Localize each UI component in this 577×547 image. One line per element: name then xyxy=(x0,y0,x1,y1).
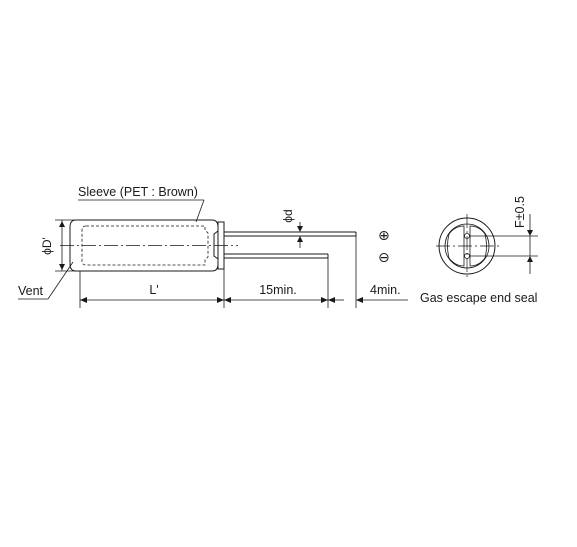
body-length-label: L' xyxy=(149,283,158,297)
sleeve-callout: Sleeve (PET : Brown) xyxy=(78,185,205,223)
negative-symbol: ⊖ xyxy=(378,249,390,265)
lead-length-label: 15min. xyxy=(259,283,297,297)
end-seal-view xyxy=(436,214,538,278)
body-diameter-dimension: ϕD' xyxy=(40,219,76,272)
capacitor-leads xyxy=(224,231,357,259)
body-length-dimension: L' xyxy=(79,269,225,308)
lead-spacing-label: F±0.5 xyxy=(513,196,527,228)
end-seal-caption: Gas escape end seal xyxy=(420,291,537,305)
lead-length-dimension: 15min. xyxy=(224,258,329,308)
lead-diameter-dimension: ϕd xyxy=(281,209,303,248)
body-diameter-label: ϕD' xyxy=(40,237,54,255)
lead-extra-dimension: 4min. xyxy=(328,236,408,308)
vent-callout: Vent xyxy=(18,261,74,300)
lead-extra-label: 4min. xyxy=(370,283,401,297)
sleeve-label: Sleeve (PET : Brown) xyxy=(78,185,198,199)
vent-label: Vent xyxy=(18,284,44,298)
capacitor-body xyxy=(60,219,238,272)
lead-spacing-dimension: F±0.5 xyxy=(513,196,533,274)
positive-symbol: ⊕ xyxy=(378,227,390,243)
lead-diameter-label: ϕd xyxy=(281,209,295,222)
